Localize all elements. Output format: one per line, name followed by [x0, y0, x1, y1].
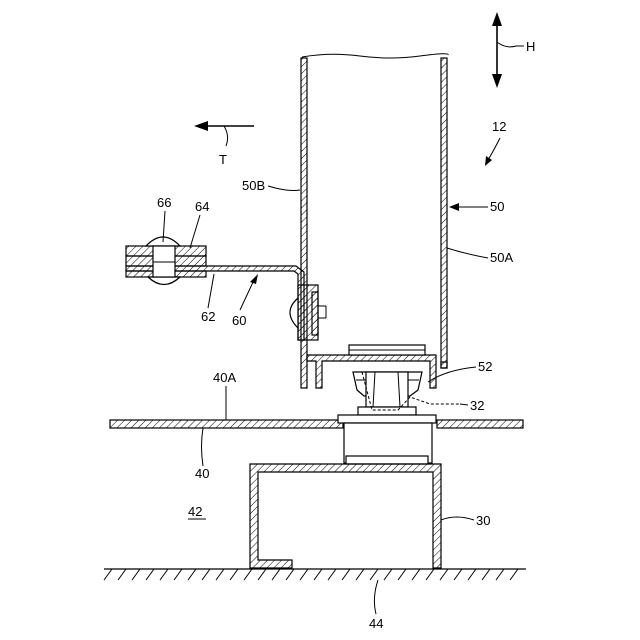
ground-hatch-line	[230, 569, 238, 580]
label-62: 62	[201, 309, 215, 324]
adapter-block	[338, 415, 436, 464]
label-h: H	[526, 39, 535, 54]
ground-hatch-line	[174, 569, 182, 580]
label-64: 64	[195, 199, 209, 214]
label-30: 30	[476, 513, 490, 528]
channel-30	[250, 464, 441, 568]
ground-hatch-line	[188, 569, 196, 580]
label-32: 32	[470, 398, 484, 413]
ground-hatch-line	[272, 569, 280, 580]
leader-30	[441, 517, 474, 520]
label-60: 60	[232, 313, 246, 328]
ground-hatch-line	[370, 569, 378, 580]
leader-64	[190, 215, 200, 248]
label-66: 66	[157, 195, 171, 210]
ground-hatch-line	[118, 569, 126, 580]
ground-hatch-line	[258, 569, 266, 580]
ground-hatch-line	[202, 569, 210, 580]
ground-hatch-line	[468, 569, 476, 580]
ground-hatch-line	[440, 569, 448, 580]
ground-hatch-line	[314, 569, 322, 580]
ground-hatch-line	[216, 569, 224, 580]
ground-44	[104, 569, 526, 580]
ground-hatch-line	[356, 569, 364, 580]
label-50b: 50B	[242, 178, 265, 193]
leader-50a	[447, 248, 488, 258]
ground-hatch-line	[104, 569, 112, 580]
ground-hatch-line	[342, 569, 350, 580]
leader-40	[202, 428, 204, 466]
ground-hatch-line	[244, 569, 252, 580]
leader-62	[208, 274, 214, 308]
ground-hatch-line	[328, 569, 336, 580]
ground-hatch-line	[384, 569, 392, 580]
label-42: 42	[188, 504, 202, 519]
ground-hatch-line	[300, 569, 308, 580]
ground-hatch-line	[132, 569, 140, 580]
ground-hatch-line	[146, 569, 154, 580]
ground-hatch-line	[398, 569, 406, 580]
ground-hatch-line	[412, 569, 420, 580]
ground-hatch-line	[454, 569, 462, 580]
ground-hatch-line	[286, 569, 294, 580]
leader-60	[240, 280, 254, 310]
transport-direction-arrow	[194, 121, 254, 146]
floor-plate-40	[110, 420, 523, 428]
label-52: 52	[478, 359, 492, 374]
height-direction-arrow	[492, 12, 524, 88]
leader-44	[374, 580, 378, 614]
label-t: T	[219, 152, 227, 167]
leader-60-arrow	[250, 274, 258, 284]
leader-50b	[268, 186, 300, 191]
leader-32	[460, 404, 468, 405]
ground-hatch-line	[496, 569, 504, 580]
label-44: 44	[369, 616, 383, 631]
label-12: 12	[492, 119, 506, 134]
leader-12	[485, 138, 500, 166]
label-50a: 50A	[490, 250, 513, 265]
ground-hatch-line	[160, 569, 168, 580]
leader-50-arrow	[449, 203, 459, 211]
mount-plate-60	[290, 285, 326, 340]
ground-hatch-line	[426, 569, 434, 580]
ground-hatch-line	[510, 569, 518, 580]
label-40a: 40A	[213, 370, 236, 385]
caster-52	[349, 345, 425, 415]
label-40: 40	[195, 466, 209, 481]
tube-50	[301, 54, 448, 388]
label-50: 50	[490, 199, 504, 214]
ground-hatch-line	[482, 569, 490, 580]
